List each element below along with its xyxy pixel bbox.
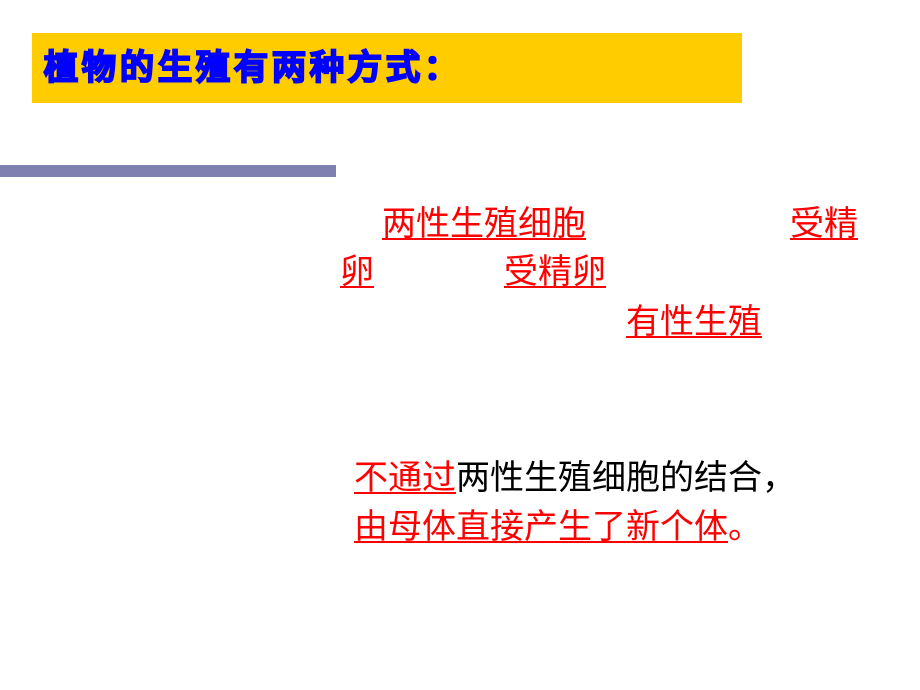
answer-fertilized-part1: 受精	[790, 204, 858, 244]
answer-sexual-reproduction: 有性生殖	[626, 302, 762, 342]
answer-zygote: 受精卵	[504, 252, 606, 292]
title-banner: 植物的生殖有两种方式：	[32, 33, 742, 103]
asexual-line-2: 由母体直接产生了新个体。	[354, 507, 762, 547]
period: 。	[728, 507, 762, 547]
answer-fertilized-part2: 卵	[340, 252, 374, 292]
accent-bar	[0, 165, 336, 177]
answer-directly-from-parent: 由母体直接产生了新个体	[354, 507, 728, 547]
answer-gametes: 两性生殖细胞	[382, 204, 586, 244]
asexual-line-1: 不通过两性生殖细胞的结合，	[354, 458, 796, 498]
answer-not-through: 不通过	[354, 458, 456, 498]
slide-title: 植物的生殖有两种方式：	[43, 47, 462, 89]
asexual-text-1: 两性生殖细胞的结合，	[456, 458, 796, 498]
